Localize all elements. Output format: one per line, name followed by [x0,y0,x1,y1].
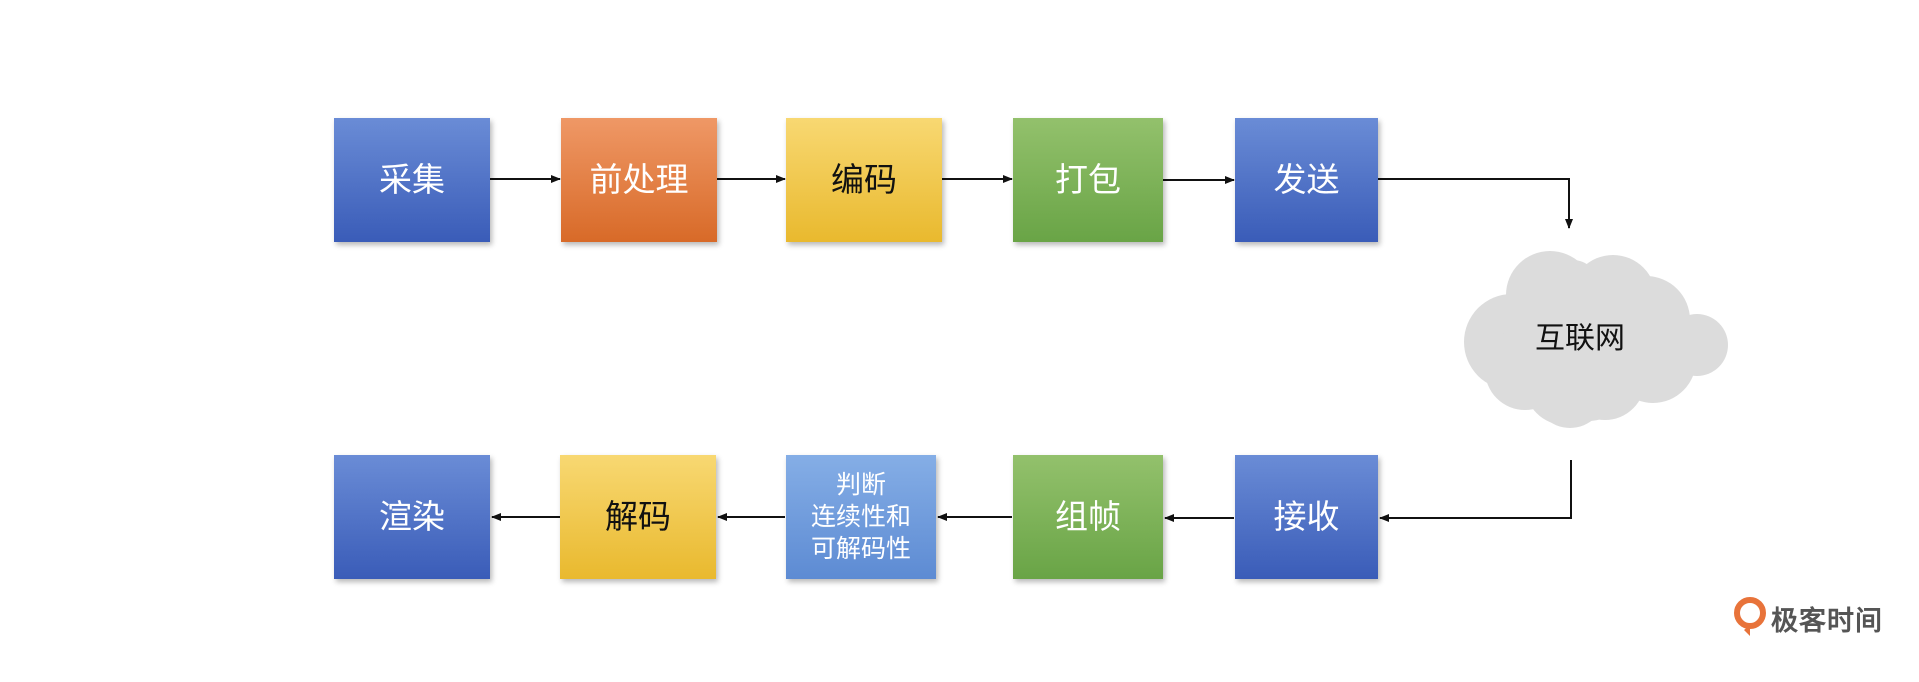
watermark-text: 极客时间 [1771,605,1883,637]
node-label: 前处理 [589,160,689,200]
node-label-line-3: 可解码性 [810,534,911,563]
node-send: 发送 [1235,118,1378,242]
node-render: 渲染 [334,455,490,579]
node-label: 打包 [1055,160,1121,200]
node-label-multiline: 判断 连续性和 可解码性 [811,469,911,565]
node-label-line-1: 判断 [835,470,886,499]
node-label: 发送 [1273,160,1340,200]
node-pack: 打包 [1013,118,1163,242]
node-preprocess: 前处理 [561,118,717,242]
arrow-internet-to-receive [1379,460,1572,522]
node-label: 接收 [1273,497,1340,537]
node-framing: 组帧 [1013,455,1163,579]
node-label-line-2: 连续性和 [810,502,911,531]
node-judge-continuity-decodability: 判断 连续性和 可解码性 [786,455,936,579]
geektime-watermark: 极客时间 [1733,595,1883,641]
node-capture: 采集 [334,118,490,242]
node-encode: 编码 [786,118,942,242]
internet-label: 互联网 [1535,321,1625,356]
node-label: 编码 [831,160,897,200]
internet-cloud-icon [1464,251,1728,428]
node-label: 渲染 [379,497,445,537]
node-label: 组帧 [1055,497,1121,537]
node-receive: 接收 [1235,455,1378,579]
node-label: 解码 [605,497,671,537]
geektime-logo-icon [1734,597,1766,636]
node-decode: 解码 [560,455,716,579]
node-label: 采集 [379,160,445,200]
arrow-send-to-internet [1378,178,1573,229]
